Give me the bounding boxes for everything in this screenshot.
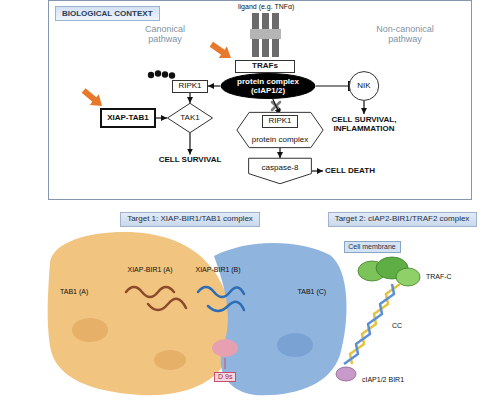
target-box: XIAP-TAB1 (100, 108, 156, 128)
membrane-box: Cell membrane (344, 241, 401, 253)
membrane-band (250, 29, 281, 39)
arrow-connector (156, 117, 167, 118)
process-box: RIPK1 (262, 115, 298, 128)
chain-label: XIAP-BIR1 (B) (196, 266, 241, 274)
ellipse-outline (349, 72, 378, 101)
node-text: caspase-8 (262, 163, 299, 172)
diamond-outline (167, 103, 212, 132)
ubiquitin-dot (162, 71, 168, 77)
process-box: RIPK1 (172, 80, 208, 93)
interface-region (212, 339, 238, 357)
ellipse-outline (221, 74, 315, 99)
ubiquitin-dot (169, 72, 175, 78)
ribbon-domain (396, 268, 420, 286)
panel-header: Target 1: XIAP-BIR1/TAB1 complex (120, 212, 260, 227)
node-text: RIPK1 (268, 116, 291, 125)
leader-line (225, 358, 226, 369)
node-text: Cell membrane (348, 243, 395, 251)
hexagon-outline (237, 112, 323, 147)
chain-label: TAB1 (C) (298, 288, 327, 296)
node-text: CELL SURVIVAL (159, 155, 222, 164)
surface-patch (277, 333, 313, 357)
ubiquitin-dot (155, 70, 161, 76)
node-text: NIK (357, 81, 370, 90)
node-text: BIOLOGICAL CONTEXT (55, 6, 160, 21)
domain-label: CC (392, 322, 402, 330)
arrow-connector (189, 93, 190, 104)
arrow-connector (189, 133, 190, 155)
kinase-circle: NIK (349, 71, 379, 101)
chain-label: XIAP-BIR1 (A) (128, 266, 173, 274)
decision-diamond: TAK1 (167, 103, 213, 133)
node-text: RIPK1 (178, 81, 201, 90)
node-text: TAK1 (180, 113, 199, 122)
ribbon (126, 287, 186, 310)
receptor-symbol (250, 13, 281, 57)
protein-surface (214, 243, 347, 395)
highlight-arrow (207, 39, 235, 64)
pathway-label: Canonical pathway (139, 24, 191, 45)
domain-label: TRAF-C (426, 273, 452, 281)
node-text: CELL SURVIVAL, INFLAMMATION (320, 115, 408, 133)
outcome-text: CELL SURVIVAL (157, 155, 224, 166)
ubiquitin-chain (148, 70, 175, 78)
process-box: TRAFs (235, 60, 295, 73)
complex-ellipse: protein complex (cIAP1/2) (220, 73, 316, 99)
helix (344, 284, 394, 364)
panel-header: Target 2: cIAP2-BIR1/TRAF2 complex (328, 212, 477, 227)
ligand-label: ligand (e.g. TNFα) (238, 3, 294, 11)
node-text: XIAP-TAB1 (107, 113, 149, 122)
arrow-connector (279, 148, 280, 158)
region-tag: D 9s (214, 372, 236, 382)
node-text: CELL DEATH (325, 166, 375, 175)
arrow-connector (312, 170, 323, 171)
node-text: TRAFs (252, 61, 278, 70)
highlight-arrow (207, 39, 235, 64)
domain-label: cIAP1/2 BIR1 (362, 376, 404, 384)
protein-surface (48, 232, 233, 395)
outcome-text: CELL SURVIVAL, INFLAMMATION (318, 114, 410, 134)
inhibition-connector (316, 85, 349, 86)
pathway-label: Non-canonical pathway (372, 24, 438, 45)
node-text: protein complex (cIAP1/2) (224, 77, 312, 95)
pentagon-outline (249, 158, 312, 183)
complex-hexagon: protein complex RIPK1 (236, 112, 324, 148)
surface-patch (154, 350, 186, 370)
ubiquitin-dot (148, 72, 154, 78)
bir1-domain (336, 367, 356, 381)
node-text: Target 2: cIAP2-BIR1/TRAF2 complex (335, 214, 470, 223)
arrow-connector (208, 85, 220, 86)
arrow-connector (363, 101, 364, 114)
ribbon (198, 287, 244, 311)
chain-label: TAB1 (A) (60, 288, 88, 296)
outcome-text: CELL DEATH (323, 166, 377, 177)
node-text: protein complex (252, 135, 308, 144)
surface-patch (72, 318, 108, 342)
node-text: Target 1: XIAP-BIR1/TAB1 complex (127, 214, 253, 223)
enzyme-pentagon: caspase-8 (248, 158, 312, 184)
